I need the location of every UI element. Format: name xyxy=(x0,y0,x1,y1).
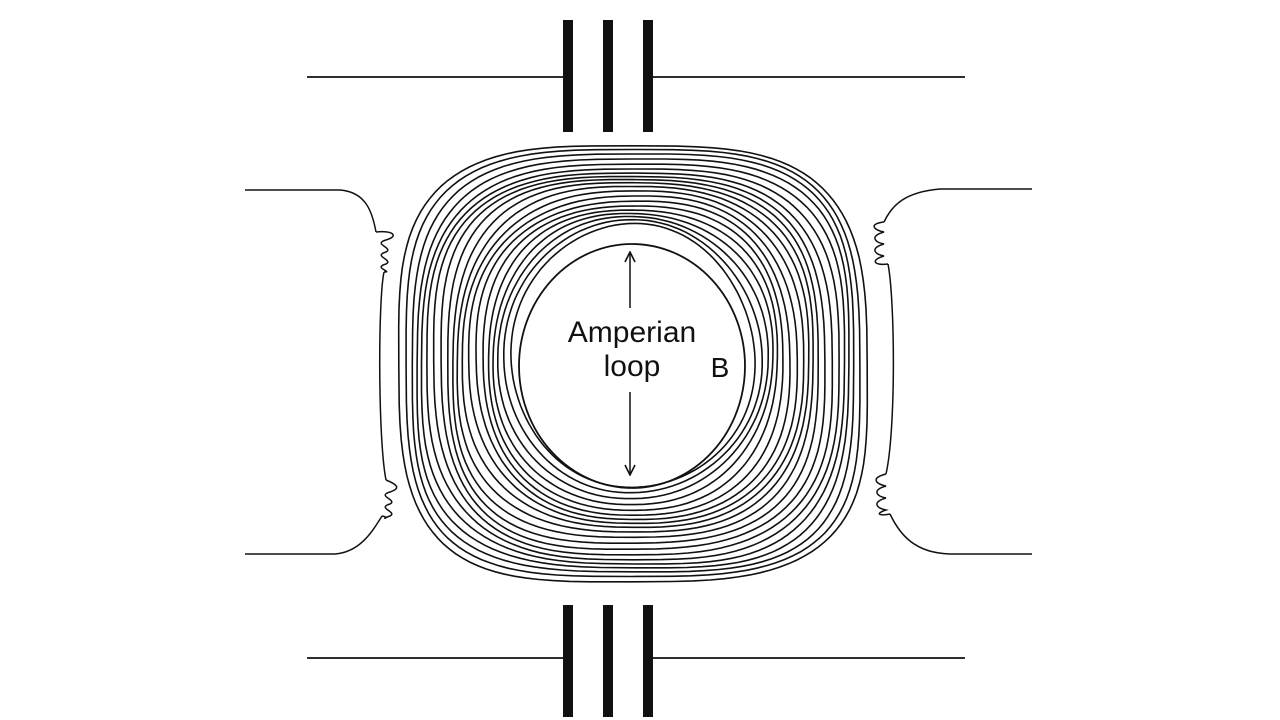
right-lower-lead xyxy=(889,513,1032,555)
coil-winding xyxy=(416,158,850,569)
top-bar-2 xyxy=(603,20,613,132)
coil-winding xyxy=(405,148,861,578)
top-bar-1 xyxy=(563,20,573,132)
left-lower-coil xyxy=(381,479,398,520)
coil-winding xyxy=(397,144,869,583)
coil-winding xyxy=(440,175,826,550)
left-lower-lead xyxy=(245,515,383,555)
top-bar-3 xyxy=(643,20,653,132)
right-upper-coil xyxy=(873,221,889,266)
coil-winding xyxy=(456,185,810,533)
coil-winding xyxy=(446,178,820,544)
right-connector xyxy=(885,263,895,475)
coil-winding xyxy=(467,195,799,525)
right-upper-lead xyxy=(883,188,1032,223)
coil-winding xyxy=(492,212,774,506)
left-connector xyxy=(378,271,387,481)
coil-winding xyxy=(452,181,814,539)
field-label-b: B xyxy=(711,352,730,383)
coil-winding xyxy=(503,218,763,494)
bottom-conductor-assembly xyxy=(307,605,965,717)
left-lead-assembly xyxy=(245,189,398,555)
coil-winding xyxy=(475,200,791,521)
left-upper-lead xyxy=(245,189,377,233)
amperian-loop xyxy=(518,243,746,489)
coil-winding xyxy=(510,222,756,489)
amperian-label-line2: loop xyxy=(604,350,661,383)
coil-winding xyxy=(420,163,846,565)
coil-winding xyxy=(497,215,769,500)
coil-winding xyxy=(426,168,840,561)
bottom-bar-2 xyxy=(603,605,613,717)
wound-coil xyxy=(397,144,869,583)
amperian-label-line1: Amperian xyxy=(568,316,696,349)
right-lower-coil xyxy=(875,473,891,516)
bottom-bar-3 xyxy=(643,605,653,717)
bottom-bar-1 xyxy=(563,605,573,717)
coil-winding xyxy=(432,172,834,556)
coil-winding xyxy=(482,205,784,517)
coil-winding xyxy=(411,153,855,573)
coil-winding xyxy=(487,209,779,512)
coil-winding xyxy=(461,190,805,529)
left-upper-coil xyxy=(375,230,394,273)
right-lead-assembly xyxy=(873,188,1032,555)
top-conductor-assembly xyxy=(307,20,965,132)
